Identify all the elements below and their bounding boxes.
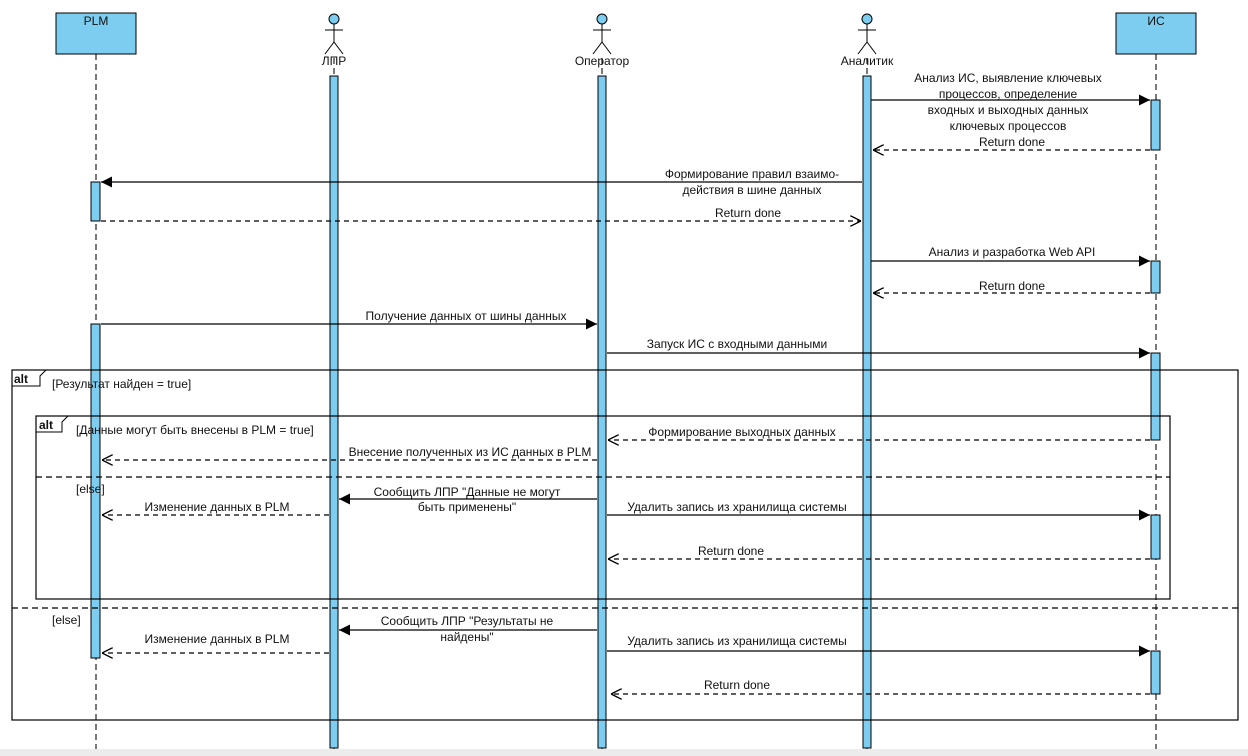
message-1-label-line-4: ключевых процессов bbox=[950, 119, 1067, 133]
bottom-strip bbox=[0, 749, 1248, 756]
message-16[interactable]: Изменение данных в PLM bbox=[102, 632, 329, 653]
message-17-label: Удалить запись из хранилища системы bbox=[627, 634, 847, 648]
plm-activation-1 bbox=[90, 181, 101, 222]
message-13[interactable]: Удалить запись из хранилища системы bbox=[607, 500, 1150, 521]
fragment-outer-else-guard: [else] bbox=[52, 613, 81, 627]
message-9-label: Формирование выходных данных bbox=[648, 425, 835, 439]
actor-operator-icon[interactable] bbox=[592, 13, 612, 55]
message-4[interactable]: Return done bbox=[101, 206, 861, 221]
message-8[interactable]: Запуск ИС с входными данными bbox=[607, 337, 1150, 359]
message-1-label-line-2: процессов, определение bbox=[939, 87, 1078, 101]
message-7-label: Получение данных от шины данных bbox=[366, 309, 567, 323]
is-activation-1 bbox=[1150, 99, 1161, 151]
actor-lpr-label: ЛПР bbox=[322, 54, 347, 68]
message-16-label: Изменение данных в PLM bbox=[145, 632, 290, 646]
actor-operator-label: Оператор bbox=[575, 54, 630, 68]
message-18-label: Return done bbox=[704, 678, 770, 692]
fragment-inner-alt: alt [Данные могут быть внесены в PLM = t… bbox=[35, 415, 1171, 600]
message-17[interactable]: Удалить запись из хранилища системы bbox=[607, 634, 1150, 657]
message-3-label-line-1: Формирование правил взаимо- bbox=[665, 167, 839, 181]
is-activation-5 bbox=[1150, 650, 1161, 695]
fragment-outer-keyword: alt bbox=[14, 372, 28, 386]
fragment-outer-alt: alt [Результат найден = true] [else] bbox=[11, 369, 1239, 721]
message-18[interactable]: Return done bbox=[611, 678, 1150, 694]
fragment-inner-keyword: alt bbox=[39, 418, 53, 432]
message-12-label: Изменение данных в PLM bbox=[145, 500, 290, 514]
message-3[interactable]: Формирование правил взаимо- действия в ш… bbox=[101, 167, 862, 197]
lpr-activation bbox=[329, 75, 339, 749]
fragment-inner-guard: [Данные могут быть внесены в PLM = true] bbox=[76, 423, 314, 437]
participant-plm-label: PLM bbox=[84, 14, 109, 28]
message-1-label-line-1: Анализ ИС, выявление ключевых bbox=[914, 71, 1101, 85]
plm-activation-2 bbox=[90, 323, 101, 659]
fragment-inner-else-guard: [else] bbox=[76, 482, 105, 496]
actor-lpr-icon[interactable] bbox=[324, 13, 344, 55]
message-8-label: Запуск ИС с входными данными bbox=[647, 337, 828, 351]
message-2-label: Return done bbox=[979, 135, 1045, 149]
actor-analyst-label: Аналитик bbox=[841, 54, 894, 68]
message-4-label: Return done bbox=[715, 206, 781, 220]
participant-is[interactable]: ИС bbox=[1115, 12, 1197, 55]
message-11-label-line-2: быть применены" bbox=[418, 500, 516, 514]
is-activation-2 bbox=[1150, 260, 1161, 294]
participant-is-label: ИС bbox=[1147, 14, 1165, 28]
message-6[interactable]: Return done bbox=[873, 279, 1150, 293]
message-1[interactable]: Анализ ИС, выявление ключевых процессов,… bbox=[871, 71, 1150, 133]
message-14-label: Return done bbox=[698, 544, 764, 558]
message-9[interactable]: Формирование выходных данных bbox=[608, 425, 1150, 440]
message-15[interactable]: Сообщить ЛПР "Результаты не найдены" bbox=[339, 614, 597, 644]
operator-activation bbox=[597, 75, 607, 749]
message-11-label-line-1: Сообщить ЛПР "Данные не могут bbox=[374, 485, 561, 499]
message-14[interactable]: Return done bbox=[608, 544, 1150, 559]
message-1-label-line-3: входных и выходных данных bbox=[928, 103, 1089, 117]
message-10[interactable]: Внесение полученных из ИС данных в PLM bbox=[102, 445, 597, 460]
message-10-label: Внесение полученных из ИС данных в PLM bbox=[349, 445, 592, 459]
message-13-label: Удалить запись из хранилища системы bbox=[627, 500, 847, 514]
fragment-outer-guard: [Результат найден = true] bbox=[52, 377, 191, 391]
message-5-label: Анализ и разработка Web API bbox=[929, 245, 1096, 259]
analyst-activation bbox=[862, 75, 872, 749]
message-12[interactable]: Изменение данных в PLM bbox=[102, 500, 329, 515]
message-2[interactable]: Return done bbox=[873, 135, 1150, 150]
is-activation-4 bbox=[1150, 514, 1161, 560]
message-15-label-line-2: найдены" bbox=[440, 630, 493, 644]
message-5[interactable]: Анализ и разработка Web API bbox=[871, 245, 1150, 267]
participant-plm[interactable]: PLM bbox=[55, 12, 137, 55]
message-15-label-line-1: Сообщить ЛПР "Результаты не bbox=[381, 614, 554, 628]
message-7[interactable]: Получение данных от шины данных bbox=[101, 309, 597, 330]
actor-analyst-icon[interactable] bbox=[857, 13, 877, 55]
message-6-label: Return done bbox=[979, 279, 1045, 293]
is-activation-3 bbox=[1150, 352, 1161, 441]
message-11[interactable]: Сообщить ЛПР "Данные не могут быть приме… bbox=[339, 485, 597, 514]
message-3-label-line-2: действия в шине данных bbox=[682, 183, 821, 197]
